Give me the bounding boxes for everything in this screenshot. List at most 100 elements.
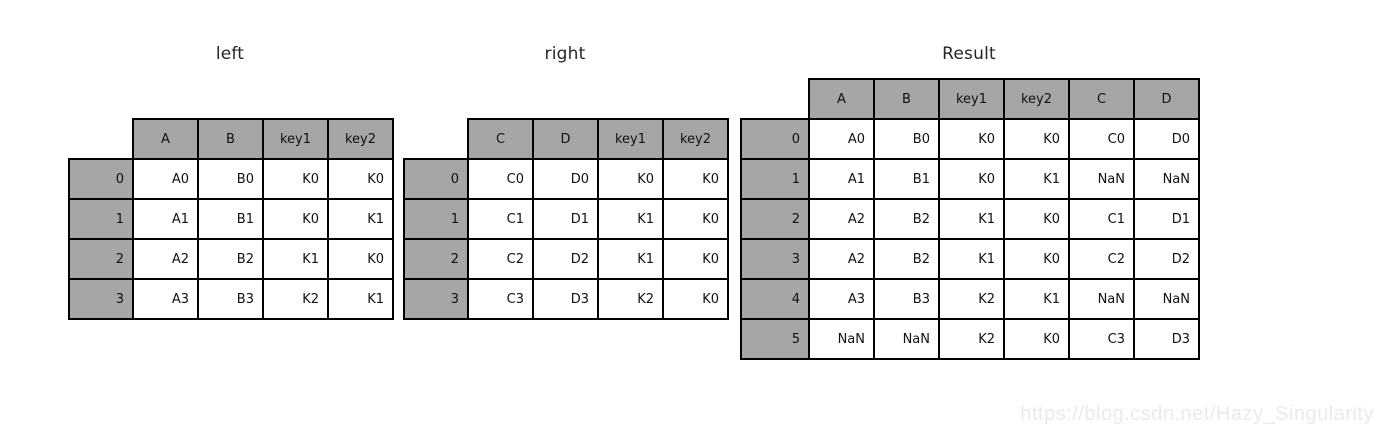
value-cell: C3 xyxy=(467,278,534,320)
value-cell: B3 xyxy=(197,278,264,320)
value-cell: NaN xyxy=(873,318,940,360)
left-table-title: left xyxy=(215,44,245,64)
value-cell: K2 xyxy=(262,278,329,320)
row-index-cell: 1 xyxy=(740,158,810,200)
value-cell: K0 xyxy=(1003,198,1070,240)
column-header: key1 xyxy=(597,118,664,160)
value-cell: C3 xyxy=(1068,318,1135,360)
value-cell: K0 xyxy=(662,198,729,240)
column-header: key2 xyxy=(662,118,729,160)
value-cell: NaN xyxy=(808,318,875,360)
column-header: A xyxy=(132,118,199,160)
value-cell: D1 xyxy=(1133,198,1200,240)
value-cell: A1 xyxy=(132,198,199,240)
value-cell: D2 xyxy=(1133,238,1200,280)
column-header: D xyxy=(532,118,599,160)
value-cell: B2 xyxy=(873,238,940,280)
row-index-cell: 3 xyxy=(68,278,134,320)
value-cell: A1 xyxy=(808,158,875,200)
value-cell: K1 xyxy=(597,198,664,240)
value-cell: C0 xyxy=(467,158,534,200)
value-cell: NaN xyxy=(1068,158,1135,200)
value-cell: A2 xyxy=(132,238,199,280)
value-cell: D1 xyxy=(532,198,599,240)
column-header: key1 xyxy=(938,78,1005,120)
value-cell: C2 xyxy=(1068,238,1135,280)
corner-cell xyxy=(741,79,809,119)
value-cell: K0 xyxy=(662,158,729,200)
row-index-cell: 3 xyxy=(403,278,469,320)
value-cell: K0 xyxy=(1003,118,1070,160)
value-cell: K0 xyxy=(597,158,664,200)
row-index-cell: 3 xyxy=(740,238,810,280)
value-cell: C1 xyxy=(1068,198,1135,240)
row-index-cell: 0 xyxy=(740,118,810,160)
value-cell: K1 xyxy=(938,198,1005,240)
value-cell: K0 xyxy=(938,118,1005,160)
row-index-cell: 2 xyxy=(68,238,134,280)
value-cell: K2 xyxy=(938,318,1005,360)
row-index-cell: 2 xyxy=(403,238,469,280)
column-header: A xyxy=(808,78,875,120)
value-cell: B1 xyxy=(873,158,940,200)
watermark: https://blog.csdn.net/Hazy_Singularity xyxy=(1020,403,1374,425)
row-index-cell: 0 xyxy=(68,158,134,200)
corner-cell xyxy=(404,119,468,159)
result-table-title: Result xyxy=(942,44,996,64)
row-index-cell: 5 xyxy=(740,318,810,360)
column-header: C xyxy=(467,118,534,160)
value-cell: B0 xyxy=(873,118,940,160)
value-cell: NaN xyxy=(1133,278,1200,320)
value-cell: C2 xyxy=(467,238,534,280)
value-cell: A3 xyxy=(132,278,199,320)
row-index-cell: 2 xyxy=(740,198,810,240)
value-cell: D3 xyxy=(1133,318,1200,360)
column-header: B xyxy=(873,78,940,120)
value-cell: A2 xyxy=(808,238,875,280)
value-cell: D0 xyxy=(1133,118,1200,160)
value-cell: K0 xyxy=(262,158,329,200)
value-cell: K0 xyxy=(327,158,394,200)
value-cell: K2 xyxy=(938,278,1005,320)
value-cell: K0 xyxy=(327,238,394,280)
column-header: key1 xyxy=(262,118,329,160)
value-cell: D0 xyxy=(532,158,599,200)
column-header: D xyxy=(1133,78,1200,120)
value-cell: K1 xyxy=(1003,158,1070,200)
column-header: key2 xyxy=(327,118,394,160)
value-cell: K1 xyxy=(327,198,394,240)
value-cell: B1 xyxy=(197,198,264,240)
value-cell: K0 xyxy=(662,238,729,280)
value-cell: A3 xyxy=(808,278,875,320)
value-cell: B3 xyxy=(873,278,940,320)
row-index-cell: 1 xyxy=(403,198,469,240)
value-cell: B2 xyxy=(197,238,264,280)
value-cell: A2 xyxy=(808,198,875,240)
value-cell: K1 xyxy=(938,238,1005,280)
column-header: B xyxy=(197,118,264,160)
value-cell: NaN xyxy=(1133,158,1200,200)
value-cell: A0 xyxy=(132,158,199,200)
value-cell: A0 xyxy=(808,118,875,160)
value-cell: K0 xyxy=(662,278,729,320)
value-cell: C0 xyxy=(1068,118,1135,160)
value-cell: D3 xyxy=(532,278,599,320)
